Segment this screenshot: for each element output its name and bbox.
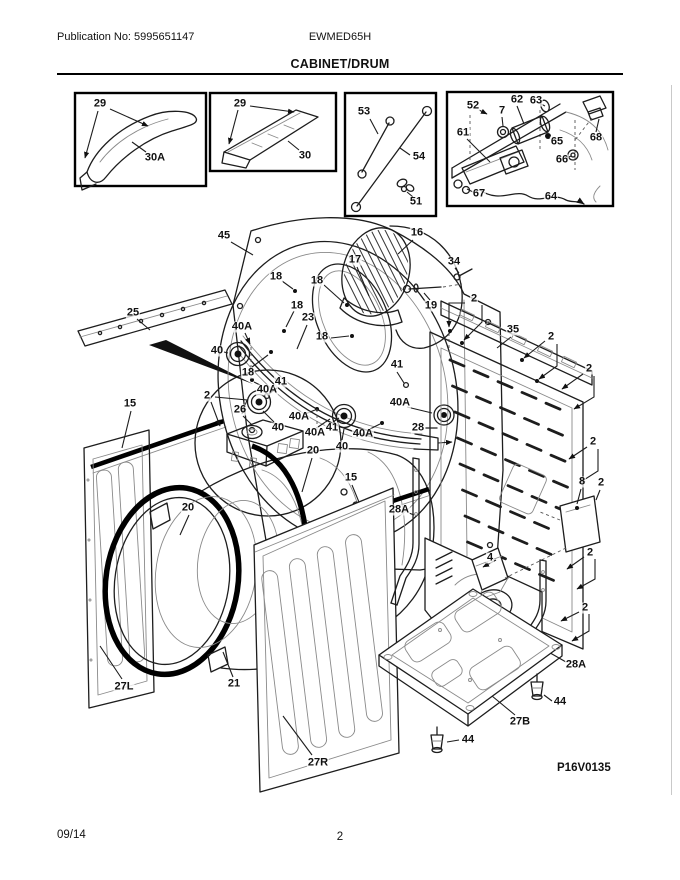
inset-support-rods bbox=[343, 91, 438, 218]
screw-callouts-2 bbox=[446, 302, 599, 642]
rear-top-rail bbox=[440, 300, 593, 386]
bolt-19 bbox=[402, 283, 463, 301]
publication-number: Publication No: 5995651147 bbox=[57, 31, 195, 43]
footer-date: 09/14 bbox=[57, 829, 86, 841]
leveling-legs bbox=[430, 673, 553, 754]
magnifier-detail-26 bbox=[194, 369, 342, 517]
right-side-panel bbox=[253, 487, 400, 793]
inset-flat-baffle bbox=[208, 91, 338, 173]
top-front-rail bbox=[77, 289, 253, 384]
screw-callouts-18 bbox=[251, 280, 354, 368]
model-number: EWMED65H bbox=[308, 31, 372, 43]
bracket-8 bbox=[504, 488, 601, 579]
base-pan bbox=[378, 588, 563, 727]
diagram-code: P16V0135 bbox=[557, 762, 611, 774]
screw-34 bbox=[453, 267, 473, 281]
page-title: CABINET/DRUM bbox=[290, 57, 390, 71]
seal-strip-28a-left bbox=[390, 457, 420, 606]
front-drum-seal bbox=[102, 484, 242, 678]
footer-page-number: 2 bbox=[336, 831, 344, 843]
title-rule bbox=[57, 73, 623, 75]
inset-valve-assembly bbox=[445, 90, 615, 208]
inset-curved-baffle bbox=[73, 91, 208, 191]
left-side-panel bbox=[83, 429, 155, 709]
drum-rollers bbox=[223, 332, 455, 441]
page-edge-line bbox=[671, 85, 672, 795]
front-panel-seal-left bbox=[90, 410, 227, 474]
